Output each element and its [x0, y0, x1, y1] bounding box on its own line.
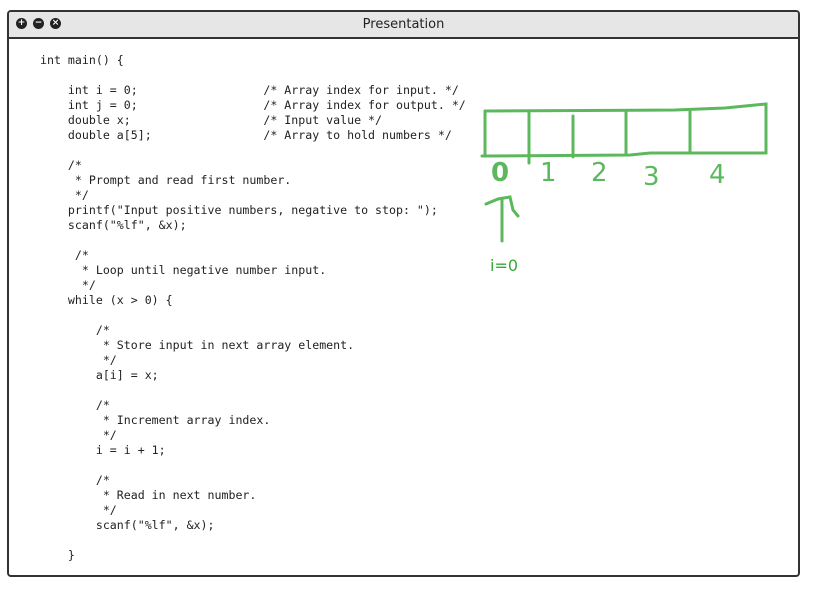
index-label-0: 0 [491, 158, 510, 188]
code-line: * Loop until negative number input. [40, 263, 327, 277]
code-line: /* [40, 473, 110, 487]
code-line: * Increment array index. [40, 413, 271, 427]
code-line: i = i + 1; [40, 443, 166, 457]
index-label-1: 1 [540, 158, 557, 188]
code-line: * Prompt and read first number. [40, 173, 292, 187]
pointer-arrow-head [484, 195, 520, 218]
code-line: /* [40, 323, 110, 337]
index-label-3: 3 [643, 162, 660, 192]
code-line: * Store input in next array element. [40, 338, 355, 352]
code-line: /* [40, 398, 110, 412]
pointer-label: i=0 [490, 256, 519, 275]
code-line: } [40, 548, 75, 562]
presentation-window: + − × Presentation int main() { int i = … [7, 10, 800, 577]
index-label-4: 4 [709, 160, 726, 190]
code-line: while (x > 0) { [40, 293, 173, 307]
array-box-outline [480, 102, 768, 158]
code-line: scanf("%lf", &x); [40, 218, 187, 232]
code-line: int i = 0; /* Array index for input. */ [40, 83, 459, 97]
plus-icon[interactable]: + [16, 18, 27, 29]
code-line: * Read in next number. [40, 488, 257, 502]
code-line: */ [40, 503, 117, 517]
index-label-2: 2 [591, 158, 608, 188]
code-line: /* [40, 248, 89, 262]
code-listing: int main() { int i = 0; /* Array index f… [40, 53, 466, 563]
code-line: */ [40, 188, 89, 202]
code-line: a[i] = x; [40, 368, 159, 382]
code-line: printf("Input positive numbers, negative… [40, 203, 438, 217]
code-line: */ [40, 428, 117, 442]
title-bar[interactable]: + − × Presentation [9, 12, 798, 39]
code-line: */ [40, 353, 117, 367]
close-icon[interactable]: × [50, 18, 61, 29]
code-line: */ [40, 278, 96, 292]
code-line: scanf("%lf", &x); [40, 518, 215, 532]
code-line: int main() { [40, 53, 124, 67]
minus-icon[interactable]: − [33, 18, 44, 29]
window-title: Presentation [362, 17, 445, 32]
code-line: double x; /* Input value */ [40, 113, 383, 127]
code-line: double a[5]; /* Array to hold numbers */ [40, 128, 452, 142]
code-line: /* [40, 158, 82, 172]
code-line: int j = 0; /* Array index for output. */ [40, 98, 466, 112]
